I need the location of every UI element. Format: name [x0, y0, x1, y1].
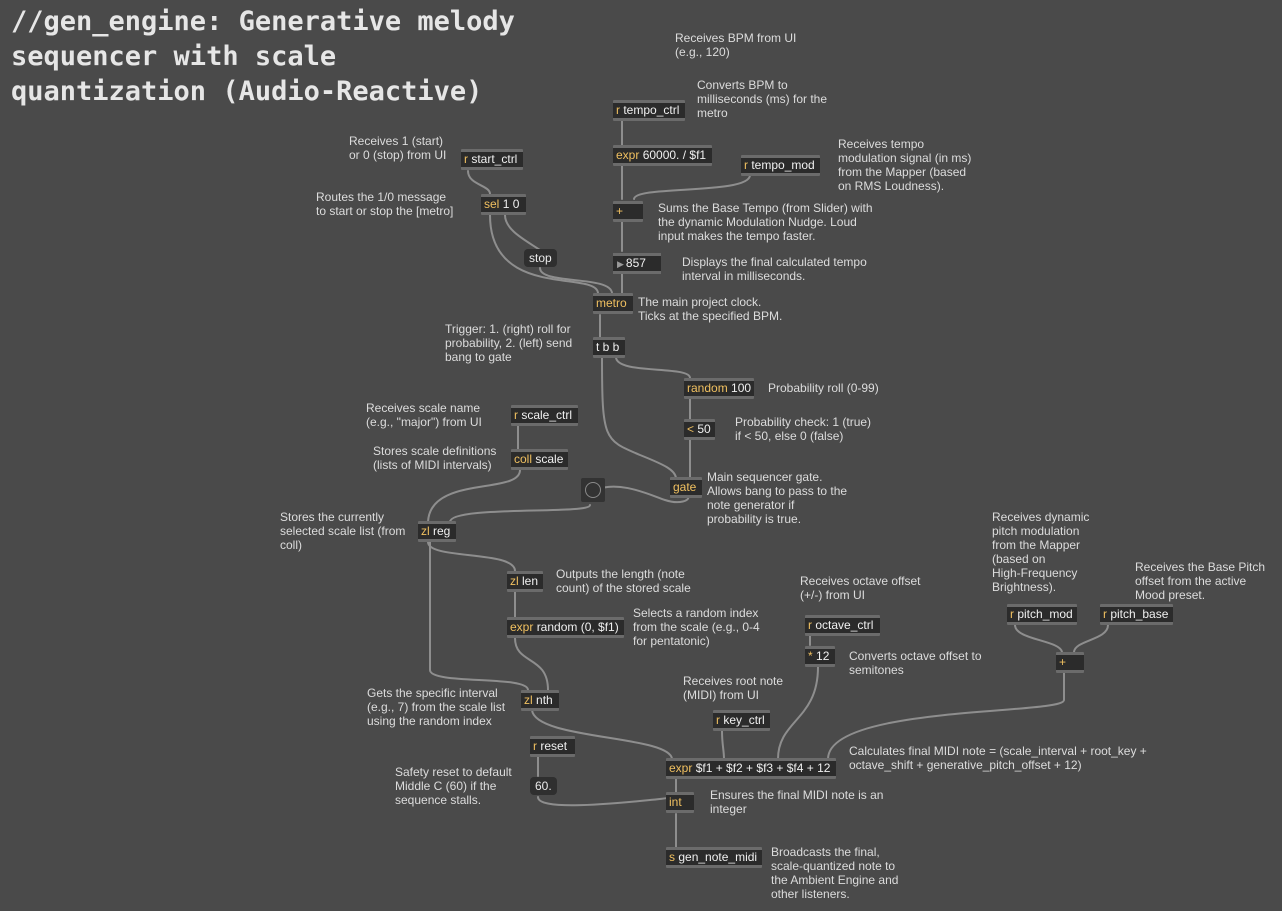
comment-calc: Calculates final MIDI note = (scale_inte… — [849, 744, 1147, 772]
object-s-gen-note-midi[interactable]: s gen_note_midi — [666, 847, 762, 868]
object-r-pitch-base[interactable]: r pitch_base — [1100, 604, 1173, 625]
object-t-b-b[interactable]: t b b — [593, 337, 625, 358]
comment-clock: The main project clock. Ticks at the spe… — [638, 295, 783, 323]
comment-root-note: Receives root note (MIDI) from UI — [683, 674, 784, 702]
object-zl-reg[interactable]: zl reg — [418, 521, 456, 542]
object-gate[interactable]: gate — [670, 477, 702, 498]
comment-scale-defs: Stores scale definitions (lists of MIDI … — [373, 444, 497, 472]
comment-octave-conv: Converts octave offset to semitones — [849, 649, 982, 677]
comment-ensure-int: Ensures the final MIDI note is an intege… — [710, 788, 884, 816]
message-stop[interactable]: stop — [524, 249, 557, 267]
comment-tempo-mod: Receives tempo modulation signal (in ms)… — [838, 137, 972, 193]
object-r-key-ctrl[interactable]: r key_ctrl — [713, 710, 770, 731]
comment-safety: Safety reset to default Middle C (60) if… — [395, 765, 512, 807]
comment-random-index: Selects a random index from the scale (e… — [633, 606, 760, 648]
object-metro[interactable]: metro — [593, 293, 633, 314]
object-sel[interactable]: sel 1 0 — [481, 194, 526, 215]
comment-length: Outputs the length (note count) of the s… — [556, 567, 691, 595]
comment-broadcast: Broadcasts the final, scale-quantized no… — [771, 845, 899, 901]
comment-prob-roll: Probability roll (0-99) — [768, 381, 879, 395]
comment-stores-scale: Stores the currently selected scale list… — [280, 510, 406, 552]
object-times-12[interactable]: * 12 — [805, 646, 835, 667]
object-coll-scale[interactable]: coll scale — [511, 449, 568, 470]
object-r-pitch-mod[interactable]: r pitch_mod — [1007, 604, 1077, 625]
comment-pitch-mod: Receives dynamic pitch modulation from t… — [992, 510, 1090, 594]
object-less-than-50[interactable]: < 50 — [684, 419, 715, 440]
object-random-100[interactable]: random 100 — [684, 378, 754, 399]
object-plus-pitch[interactable]: + — [1056, 652, 1084, 673]
object-expr-random[interactable]: expr random (0, $f1) — [507, 617, 624, 638]
bang-button[interactable] — [581, 478, 605, 502]
message-60[interactable]: 60. — [530, 777, 557, 795]
comment-octave-in: Receives octave offset (+/-) from UI — [800, 574, 921, 602]
object-expr-ms[interactable]: expr 60000. / $f1 — [613, 145, 712, 166]
comment-bpm-convert: Converts BPM to milliseconds (ms) for th… — [697, 78, 828, 120]
object-r-tempo-mod[interactable]: r tempo_mod — [741, 155, 820, 176]
object-zl-len[interactable]: zl len — [507, 571, 543, 592]
comment-bpm-in: Receives BPM from UI (e.g., 120) — [675, 31, 797, 59]
comment-scale-name: Receives scale name (e.g., "major") from… — [366, 401, 482, 429]
comment-prob-check: Probability check: 1 (true) if < 50, els… — [735, 415, 872, 443]
number-triangle-icon: ▶ — [617, 259, 624, 269]
object-r-start-ctrl[interactable]: r start_ctrl — [461, 149, 523, 170]
comment-trigger: Trigger: 1. (right) roll for probability… — [445, 322, 573, 364]
patch-title: //gen_engine: Generative melody sequence… — [11, 6, 532, 107]
comment-gate: Main sequencer gate. Allows bang to pass… — [707, 470, 848, 526]
comment-gets-interval: Gets the specific interval (e.g., 7) fro… — [367, 686, 506, 728]
object-int[interactable]: int — [666, 792, 694, 813]
object-r-reset[interactable]: r reset — [530, 736, 575, 757]
object-zl-nth[interactable]: zl nth — [521, 690, 559, 711]
comment-routes: Routes the 1/0 message to start or stop … — [316, 190, 454, 218]
object-r-octave-ctrl[interactable]: r octave_ctrl — [805, 615, 880, 636]
object-r-tempo-ctrl[interactable]: r tempo_ctrl — [613, 100, 685, 121]
comment-start: Receives 1 (start) or 0 (stop) from UI — [349, 134, 447, 162]
comment-pitch-base: Receives the Base Pitch offset from the … — [1135, 560, 1266, 602]
object-r-scale-ctrl[interactable]: r scale_ctrl — [511, 405, 578, 426]
object-expr-sum[interactable]: expr $f1 + $f2 + $f3 + $f4 + 12 — [666, 758, 836, 779]
comment-displays: Displays the final calculated tempo inte… — [682, 255, 867, 283]
object-plus-tempo[interactable]: + — [613, 201, 643, 222]
number-box-tempo-ms[interactable]: ▶857 — [613, 253, 661, 274]
comment-sums: Sums the Base Tempo (from Slider) with t… — [658, 201, 873, 243]
